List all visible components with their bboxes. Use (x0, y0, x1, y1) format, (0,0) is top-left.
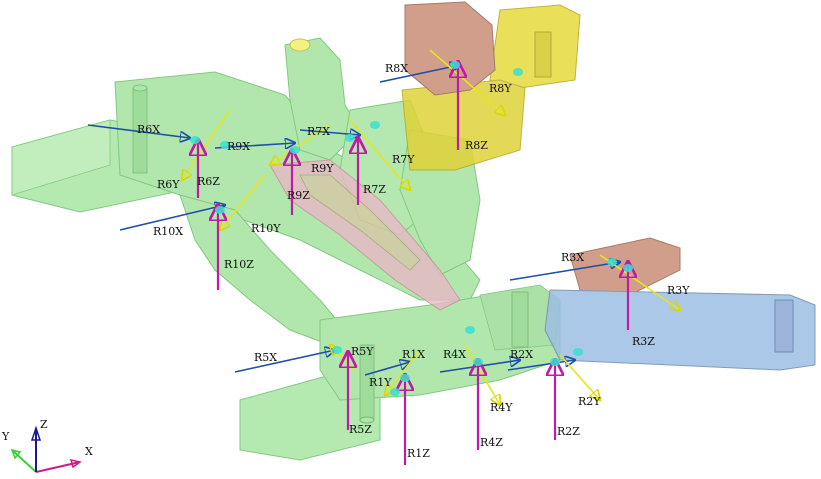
constraint-node (215, 206, 225, 214)
constraint-node (573, 348, 583, 356)
label-R8Y: R8Y (489, 82, 512, 95)
label-R2Z: R2Z (557, 425, 580, 438)
label-R7X: R7X (307, 125, 330, 138)
label-R3X: R3X (561, 251, 584, 264)
label-R4Z: R4Z (480, 436, 503, 449)
force-arrow-r10x (119, 205, 225, 231)
force-arrow-r1x (364, 362, 410, 376)
constraint-node (450, 61, 460, 69)
constraint-node (550, 358, 560, 366)
label-R9Y: R9Y (311, 162, 334, 175)
coordinate-triad: X Y Z (1, 418, 93, 473)
label-R3Z: R3Z (632, 335, 655, 348)
label-R8Z: R8Z (465, 139, 488, 152)
label-R8X: R8X (385, 62, 408, 75)
constraint-node (370, 121, 380, 129)
constraint-node (400, 374, 410, 382)
constraint-node (473, 358, 483, 366)
label-R1Z: R1Z (407, 447, 430, 460)
constraint-node (220, 141, 230, 149)
force-arrow-r6x (87, 124, 190, 138)
triad-y-label: Y (1, 430, 10, 443)
label-R2Y: R2Y (578, 395, 601, 408)
constraint-node (513, 68, 523, 76)
label-R5Z: R5Z (349, 423, 372, 436)
label-R5X: R5X (254, 351, 277, 364)
constraint-node (623, 264, 633, 272)
label-R5Y: R5Y (351, 345, 374, 358)
label-R6Y: R6Y (157, 178, 180, 191)
force-arrows (87, 49, 680, 465)
triad-y-axis (11, 449, 37, 473)
label-R2X: R2X (510, 348, 533, 361)
label-R3Y: R3Y (667, 284, 690, 297)
constraint-node (607, 258, 617, 266)
label-R10X: R10X (153, 225, 183, 238)
label-R4Y: R4Y (490, 401, 513, 414)
force-arrow-r5x (234, 350, 335, 373)
force-arrow-r8x (379, 65, 460, 83)
label-R6X: R6X (137, 123, 160, 136)
label-R7Y: R7Y (392, 153, 415, 166)
label-R6Z: R6Z (197, 175, 220, 188)
centre-link (269, 159, 461, 311)
constraint-node (345, 134, 355, 142)
label-R9Z: R9Z (287, 189, 310, 202)
constraint-node (290, 146, 300, 154)
constraint-node (465, 326, 475, 334)
label-R10Y: R10Y (251, 222, 281, 235)
label-R7Z: R7Z (363, 183, 386, 196)
force-arrow-r10y (220, 174, 266, 230)
right-lower-bracket (544, 237, 816, 371)
triad-x-label: X (85, 445, 93, 458)
label-R9X: R9X (227, 140, 250, 153)
upper-right-bracket (401, 1, 581, 171)
constraint-node (332, 346, 342, 354)
force-arrow-r3x (509, 262, 620, 281)
label-R1X: R1X (402, 348, 425, 361)
force-arrow-r1y (385, 349, 421, 395)
reaction-labels: R6X R6Y R6Z R9X R9Y R9Z R7X R7Y R7Z R8X … (137, 62, 690, 460)
label-R4X: R4X (443, 348, 466, 361)
label-R1Y: R1Y (369, 376, 392, 389)
force-arrow-r2y (559, 354, 600, 400)
constraint-node (190, 136, 200, 144)
force-arrow-r2x (507, 360, 575, 371)
label-R10Z: R10Z (224, 258, 254, 271)
triad-z-label: Z (40, 418, 48, 431)
force-arrow-r8y (429, 49, 505, 115)
force-arrow-r7y (349, 119, 410, 190)
constraint-node (390, 388, 400, 396)
